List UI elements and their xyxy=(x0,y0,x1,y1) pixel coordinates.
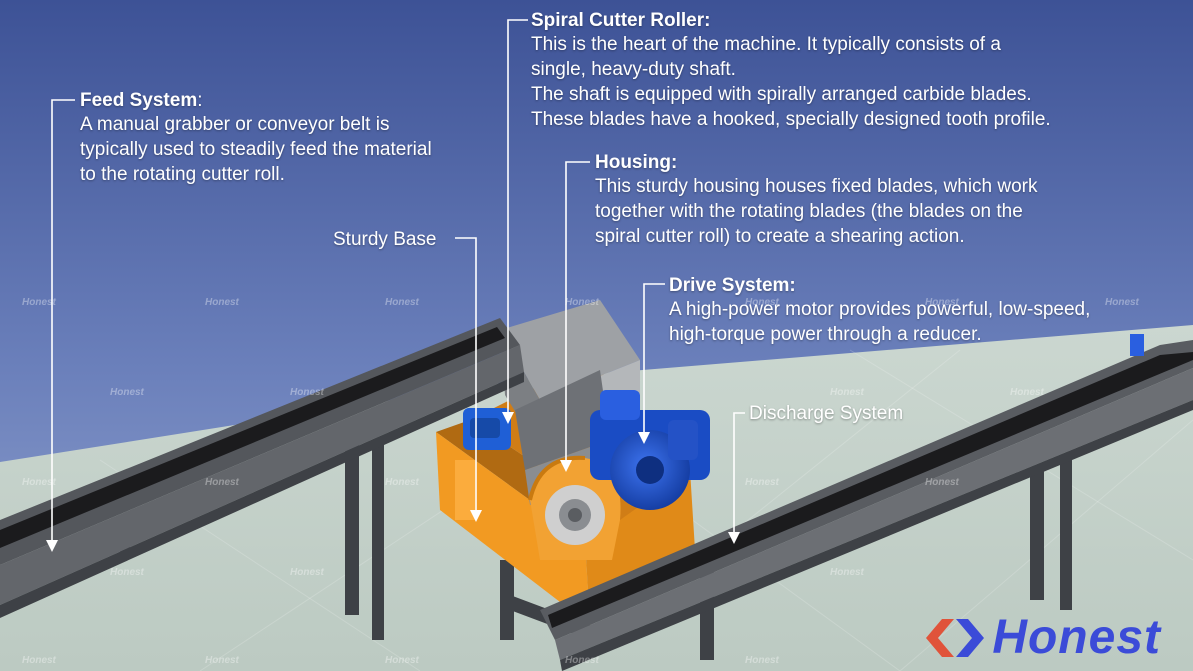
spiral-cutter-roller-title: Spiral Cutter Roller: xyxy=(531,10,711,31)
watermark-text: Honest xyxy=(290,387,324,398)
feed-conveyor xyxy=(0,318,524,618)
watermark-text: Honest xyxy=(565,297,599,308)
cutter-guard xyxy=(528,455,621,560)
brand-mark-icon xyxy=(926,619,985,657)
feed-system-line: A manual grabber or conveyor belt is xyxy=(80,114,390,135)
watermark-text: Honest xyxy=(745,655,779,666)
feed-system-line: to the rotating cutter roll. xyxy=(80,164,285,185)
housing-title: Housing: xyxy=(595,152,678,173)
watermark-text: Honest xyxy=(110,387,144,398)
watermark-text: Honest xyxy=(830,387,864,398)
feed-system-line: typically used to steadily feed the mate… xyxy=(80,139,432,160)
watermark-text: Honest xyxy=(22,297,56,308)
watermark-text: Honest xyxy=(385,477,419,488)
housing-line: spiral cutter roll) to create a shearing… xyxy=(595,226,965,247)
watermark-text: Honest xyxy=(565,655,599,666)
reducer-gearbox xyxy=(463,408,511,450)
watermark-text: Honest xyxy=(385,297,419,308)
feed-system-title: Feed System: xyxy=(80,90,203,111)
feed-system-callout: Feed System: A manual grabber or conveyo… xyxy=(80,89,432,187)
drive-system-title: Drive System: xyxy=(669,275,796,296)
drive-system-line: A high-power motor provides powerful, lo… xyxy=(669,299,1091,320)
watermark-text: Honest xyxy=(110,567,144,578)
watermark-text: Honest xyxy=(745,297,779,308)
watermark-text: Honest xyxy=(925,477,959,488)
spiral-cutter-roller-callout: Spiral Cutter Roller: This is the heart … xyxy=(531,9,1051,132)
watermark-text: Honest xyxy=(22,655,56,666)
discharge-system-label: Discharge System xyxy=(749,403,904,424)
watermark-text: Honest xyxy=(205,655,239,666)
watermark-text: Honest xyxy=(205,477,239,488)
watermark-text: Honest xyxy=(830,567,864,578)
spiral-cutter-roller-line: This is the heart of the machine. It typ… xyxy=(531,34,1001,55)
housing-callout: Housing: This sturdy housing houses fixe… xyxy=(595,151,1038,249)
housing-line: together with the rotating blades (the b… xyxy=(595,201,1023,222)
spiral-cutter-roller-line: single, heavy-duty shaft. xyxy=(531,59,736,80)
watermark-text: Honest xyxy=(385,655,419,666)
watermark-text: Honest xyxy=(205,297,239,308)
leader-lines xyxy=(51,19,745,548)
sturdy-base-label: Sturdy Base xyxy=(333,229,437,250)
watermark-text: Honest xyxy=(925,297,959,308)
watermark-text: Honest xyxy=(22,477,56,488)
spiral-cutter-roller-line: These blades have a hooked, specially de… xyxy=(531,109,1051,130)
discharge-conveyor-legs xyxy=(500,460,1072,660)
brand-logo: Honest xyxy=(924,613,1161,663)
watermark-text: Honest xyxy=(1010,387,1044,398)
spiral-cutter-roller-line: The shaft is equipped with spirally arra… xyxy=(531,84,1032,105)
brand-name: Honest xyxy=(992,611,1161,664)
discharge-conveyor xyxy=(540,334,1193,671)
watermark-text: Honest xyxy=(745,477,779,488)
watermark-text: Honest xyxy=(290,567,324,578)
housing-line: This sturdy housing houses fixed blades,… xyxy=(595,176,1038,197)
watermark-text: Honest xyxy=(1105,297,1139,308)
drive-motor xyxy=(590,390,710,510)
leader-arrowheads xyxy=(46,412,740,552)
drive-system-line: high-torque power through a reducer. xyxy=(669,324,982,345)
drive-system-callout: Drive System: A high-power motor provide… xyxy=(669,274,1090,347)
